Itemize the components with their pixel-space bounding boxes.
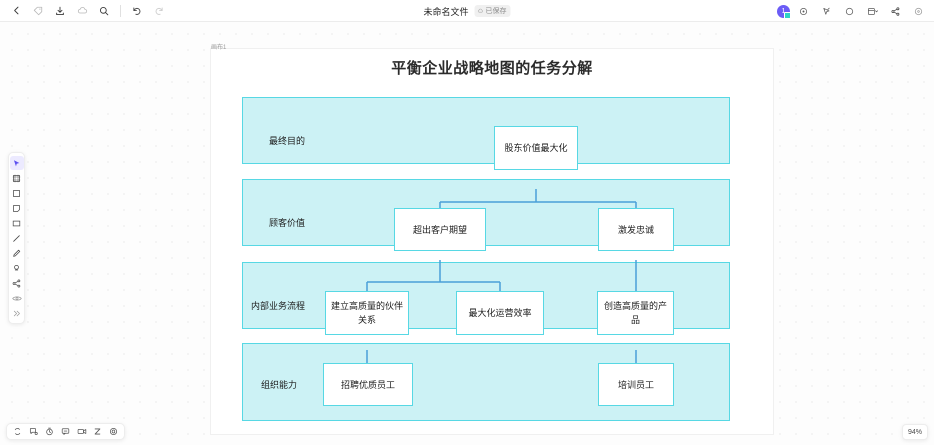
band-label-org-capability: 组织能力 bbox=[261, 380, 298, 390]
frame-label[interactable]: 画布1 bbox=[211, 45, 227, 51]
line-icon[interactable] bbox=[10, 231, 24, 245]
present-icon[interactable] bbox=[862, 2, 882, 20]
node-train-employees[interactable]: 培训员工 bbox=[598, 363, 674, 406]
band-label-final-goal: 最终目的 bbox=[269, 136, 306, 146]
target-icon[interactable] bbox=[793, 2, 813, 20]
connector-layer bbox=[363, 189, 640, 377]
pen-icon[interactable] bbox=[10, 246, 24, 260]
node-operational-efficiency[interactable]: 最大化运营效率 bbox=[456, 291, 544, 335]
toolbar-divider bbox=[120, 4, 121, 17]
bottom-toolbar bbox=[6, 423, 125, 440]
document-title[interactable]: 未命名文件 bbox=[423, 6, 469, 17]
top-toolbar-left-group bbox=[0, 2, 169, 20]
cloud-check-icon bbox=[477, 8, 483, 13]
left-tool-rail bbox=[8, 152, 25, 324]
sticky-note-icon[interactable] bbox=[10, 201, 24, 215]
node-partner-relations[interactable]: 建立高质量的伙伴关系 bbox=[325, 291, 409, 335]
zen-icon[interactable] bbox=[90, 425, 105, 439]
eraser-icon[interactable] bbox=[10, 261, 24, 275]
avatar-initial: 1 bbox=[781, 7, 786, 15]
band-label-internal-process: 内部业务流程 bbox=[251, 301, 306, 311]
comment-icon[interactable] bbox=[26, 425, 41, 439]
settings-icon[interactable] bbox=[106, 425, 121, 439]
frame-icon[interactable] bbox=[10, 171, 24, 185]
more-icon[interactable] bbox=[10, 306, 24, 320]
shape-square-icon[interactable] bbox=[10, 186, 24, 200]
zoom-level-indicator[interactable]: 94% bbox=[902, 424, 928, 440]
node-shareholder-value[interactable]: 股东价值最大化 bbox=[494, 126, 578, 170]
node-inspire-loyalty[interactable]: 激发忠诚 bbox=[598, 208, 674, 251]
timer-icon[interactable] bbox=[42, 425, 57, 439]
connector-icon[interactable] bbox=[10, 276, 24, 290]
eye-icon[interactable] bbox=[10, 291, 24, 305]
redo-icon[interactable] bbox=[149, 2, 169, 20]
rectangle-icon[interactable] bbox=[10, 216, 24, 230]
zoom-level-text: 94% bbox=[907, 428, 922, 436]
node-quality-products[interactable]: 创造高质量的产品 bbox=[597, 291, 674, 335]
chat-icon[interactable] bbox=[58, 425, 73, 439]
band-label-customer-value: 顾客价值 bbox=[269, 218, 306, 228]
undo-icon[interactable] bbox=[127, 2, 147, 20]
help-icon[interactable] bbox=[908, 2, 928, 20]
diagram-frame[interactable]: 平衡企业战略地图的任务分解 bbox=[211, 49, 773, 434]
node-exceed-expectations[interactable]: 超出客户期望 bbox=[394, 208, 486, 251]
document-title-group: 未命名文件 已保存 bbox=[423, 0, 511, 22]
back-icon[interactable] bbox=[6, 2, 26, 20]
top-toolbar-right-group: 1 bbox=[777, 0, 928, 22]
node-recruit-talent[interactable]: 招聘优质员工 bbox=[323, 363, 413, 406]
avatar[interactable]: 1 bbox=[777, 4, 791, 19]
select-cursor-icon[interactable] bbox=[9, 156, 24, 170]
cursor-share-icon[interactable] bbox=[816, 2, 836, 20]
save-status-badge: 已保存 bbox=[474, 5, 511, 17]
save-status-text: 已保存 bbox=[485, 8, 507, 15]
share-icon[interactable] bbox=[885, 2, 905, 20]
save-icon[interactable] bbox=[50, 2, 70, 20]
search-icon[interactable] bbox=[94, 2, 114, 20]
comment-circle-icon[interactable] bbox=[839, 2, 859, 20]
top-toolbar: 未命名文件 已保存 1 bbox=[0, 0, 934, 22]
diagram-title: 平衡企业战略地图的任务分解 bbox=[391, 60, 593, 77]
sync-icon[interactable] bbox=[10, 425, 25, 439]
canvas-area[interactable]: 画布1 平衡企业战略地图的任务分解 bbox=[0, 22, 934, 445]
tag-icon[interactable] bbox=[28, 2, 48, 20]
video-icon[interactable] bbox=[74, 425, 89, 439]
cloud-icon[interactable] bbox=[72, 2, 92, 20]
band-final-goal[interactable] bbox=[242, 97, 730, 164]
